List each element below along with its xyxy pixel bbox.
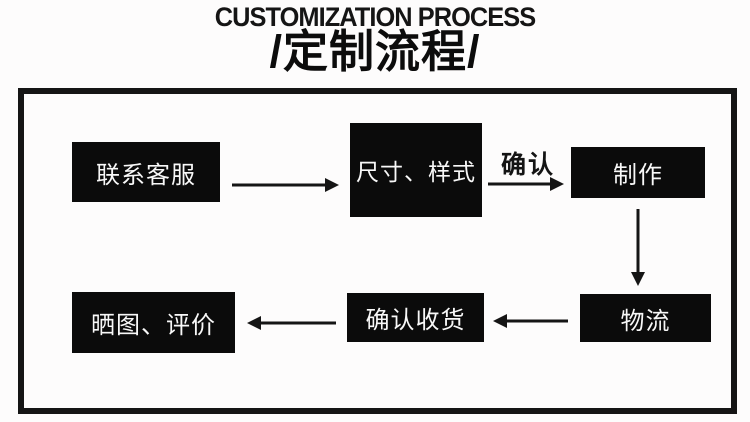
node-logistics: 物流 xyxy=(580,294,711,342)
node-confirm-receipt: 确认收货 xyxy=(347,293,484,342)
title-english: CUSTOMIZATION PROCESS xyxy=(214,2,537,32)
arrow-label-confirm: 确认 xyxy=(500,151,555,179)
flowchart-frame xyxy=(18,88,737,414)
node-contact-service: 联系客服 xyxy=(72,142,220,202)
node-production: 制作 xyxy=(571,147,705,198)
title-chinese: /定制流程/ xyxy=(269,26,481,77)
node-size-style: 尺寸、样式 xyxy=(350,123,482,217)
node-photo-review: 晒图、评价 xyxy=(72,292,235,353)
